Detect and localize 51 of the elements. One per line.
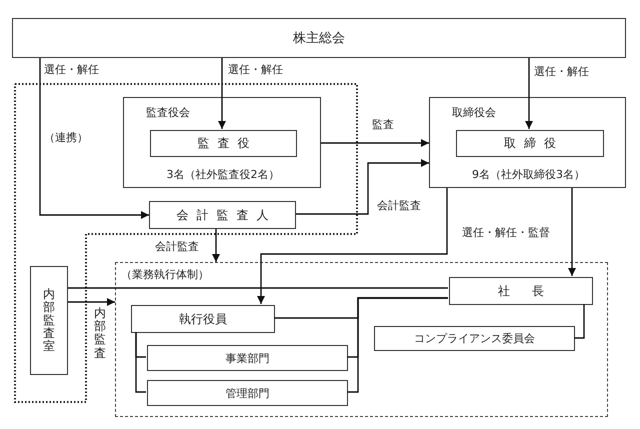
arrow [525, 58, 533, 129]
arrow [39, 58, 149, 219]
group-heading: （業務執行体制） [121, 268, 209, 282]
edge-label: 選任・解任・監督 [462, 226, 550, 240]
box-label: 管理部門 [226, 386, 270, 400]
arrow [296, 159, 429, 215]
process-box [30, 266, 68, 375]
group-heading: （連携） [44, 131, 88, 144]
group-box [429, 97, 626, 188]
process-box [149, 201, 296, 229]
box-label: 取締役 [504, 135, 564, 152]
group-heading: 監査役会 [146, 106, 190, 120]
connector-line [574, 304, 585, 339]
process-box [12, 18, 626, 58]
connector-line [135, 332, 146, 393]
member-count-note: 3名（社外監査役2名） [166, 168, 280, 182]
edge-label: 監査 [372, 118, 394, 132]
dashed-group-box [115, 262, 608, 417]
edge-label: 選任・解任 [228, 63, 283, 76]
dotted-group-outline [14, 83, 358, 403]
process-box [147, 380, 348, 406]
process-box [374, 326, 575, 351]
process-box [131, 305, 275, 333]
arrow [218, 58, 226, 129]
process-box [147, 345, 348, 371]
process-box [449, 277, 593, 305]
box-label: コンプライアンス委員会 [414, 331, 535, 346]
box-label: 監査役 [198, 135, 258, 152]
process-box [456, 130, 604, 157]
box-label: 内部監査室 [43, 288, 55, 354]
arrow [257, 188, 448, 304]
connector-line [347, 297, 448, 393]
group-box [123, 97, 321, 188]
arrow [568, 188, 576, 276]
edge-label: 会計監査 [377, 199, 421, 212]
box-label: 社長 [498, 282, 566, 300]
edge-label: 会計監査 [155, 240, 199, 254]
edge-label: 選任・解任 [44, 63, 99, 76]
process-box [150, 130, 297, 157]
group-heading: 取締役会 [452, 106, 496, 120]
box-label: 事業部門 [226, 350, 270, 366]
member-count-note: 9名（社外取締役3名） [471, 168, 586, 182]
arrow [68, 298, 115, 306]
arrow [321, 139, 429, 147]
arrow [212, 229, 220, 262]
box-label: 執行役員 [179, 310, 227, 328]
box-label: 株主総会 [293, 30, 345, 47]
edge-label: 選任・解任 [534, 65, 589, 78]
edge-label: 内部監査 [94, 307, 106, 360]
box-label: 会計監査人 [176, 206, 276, 224]
connector-line [68, 287, 448, 289]
